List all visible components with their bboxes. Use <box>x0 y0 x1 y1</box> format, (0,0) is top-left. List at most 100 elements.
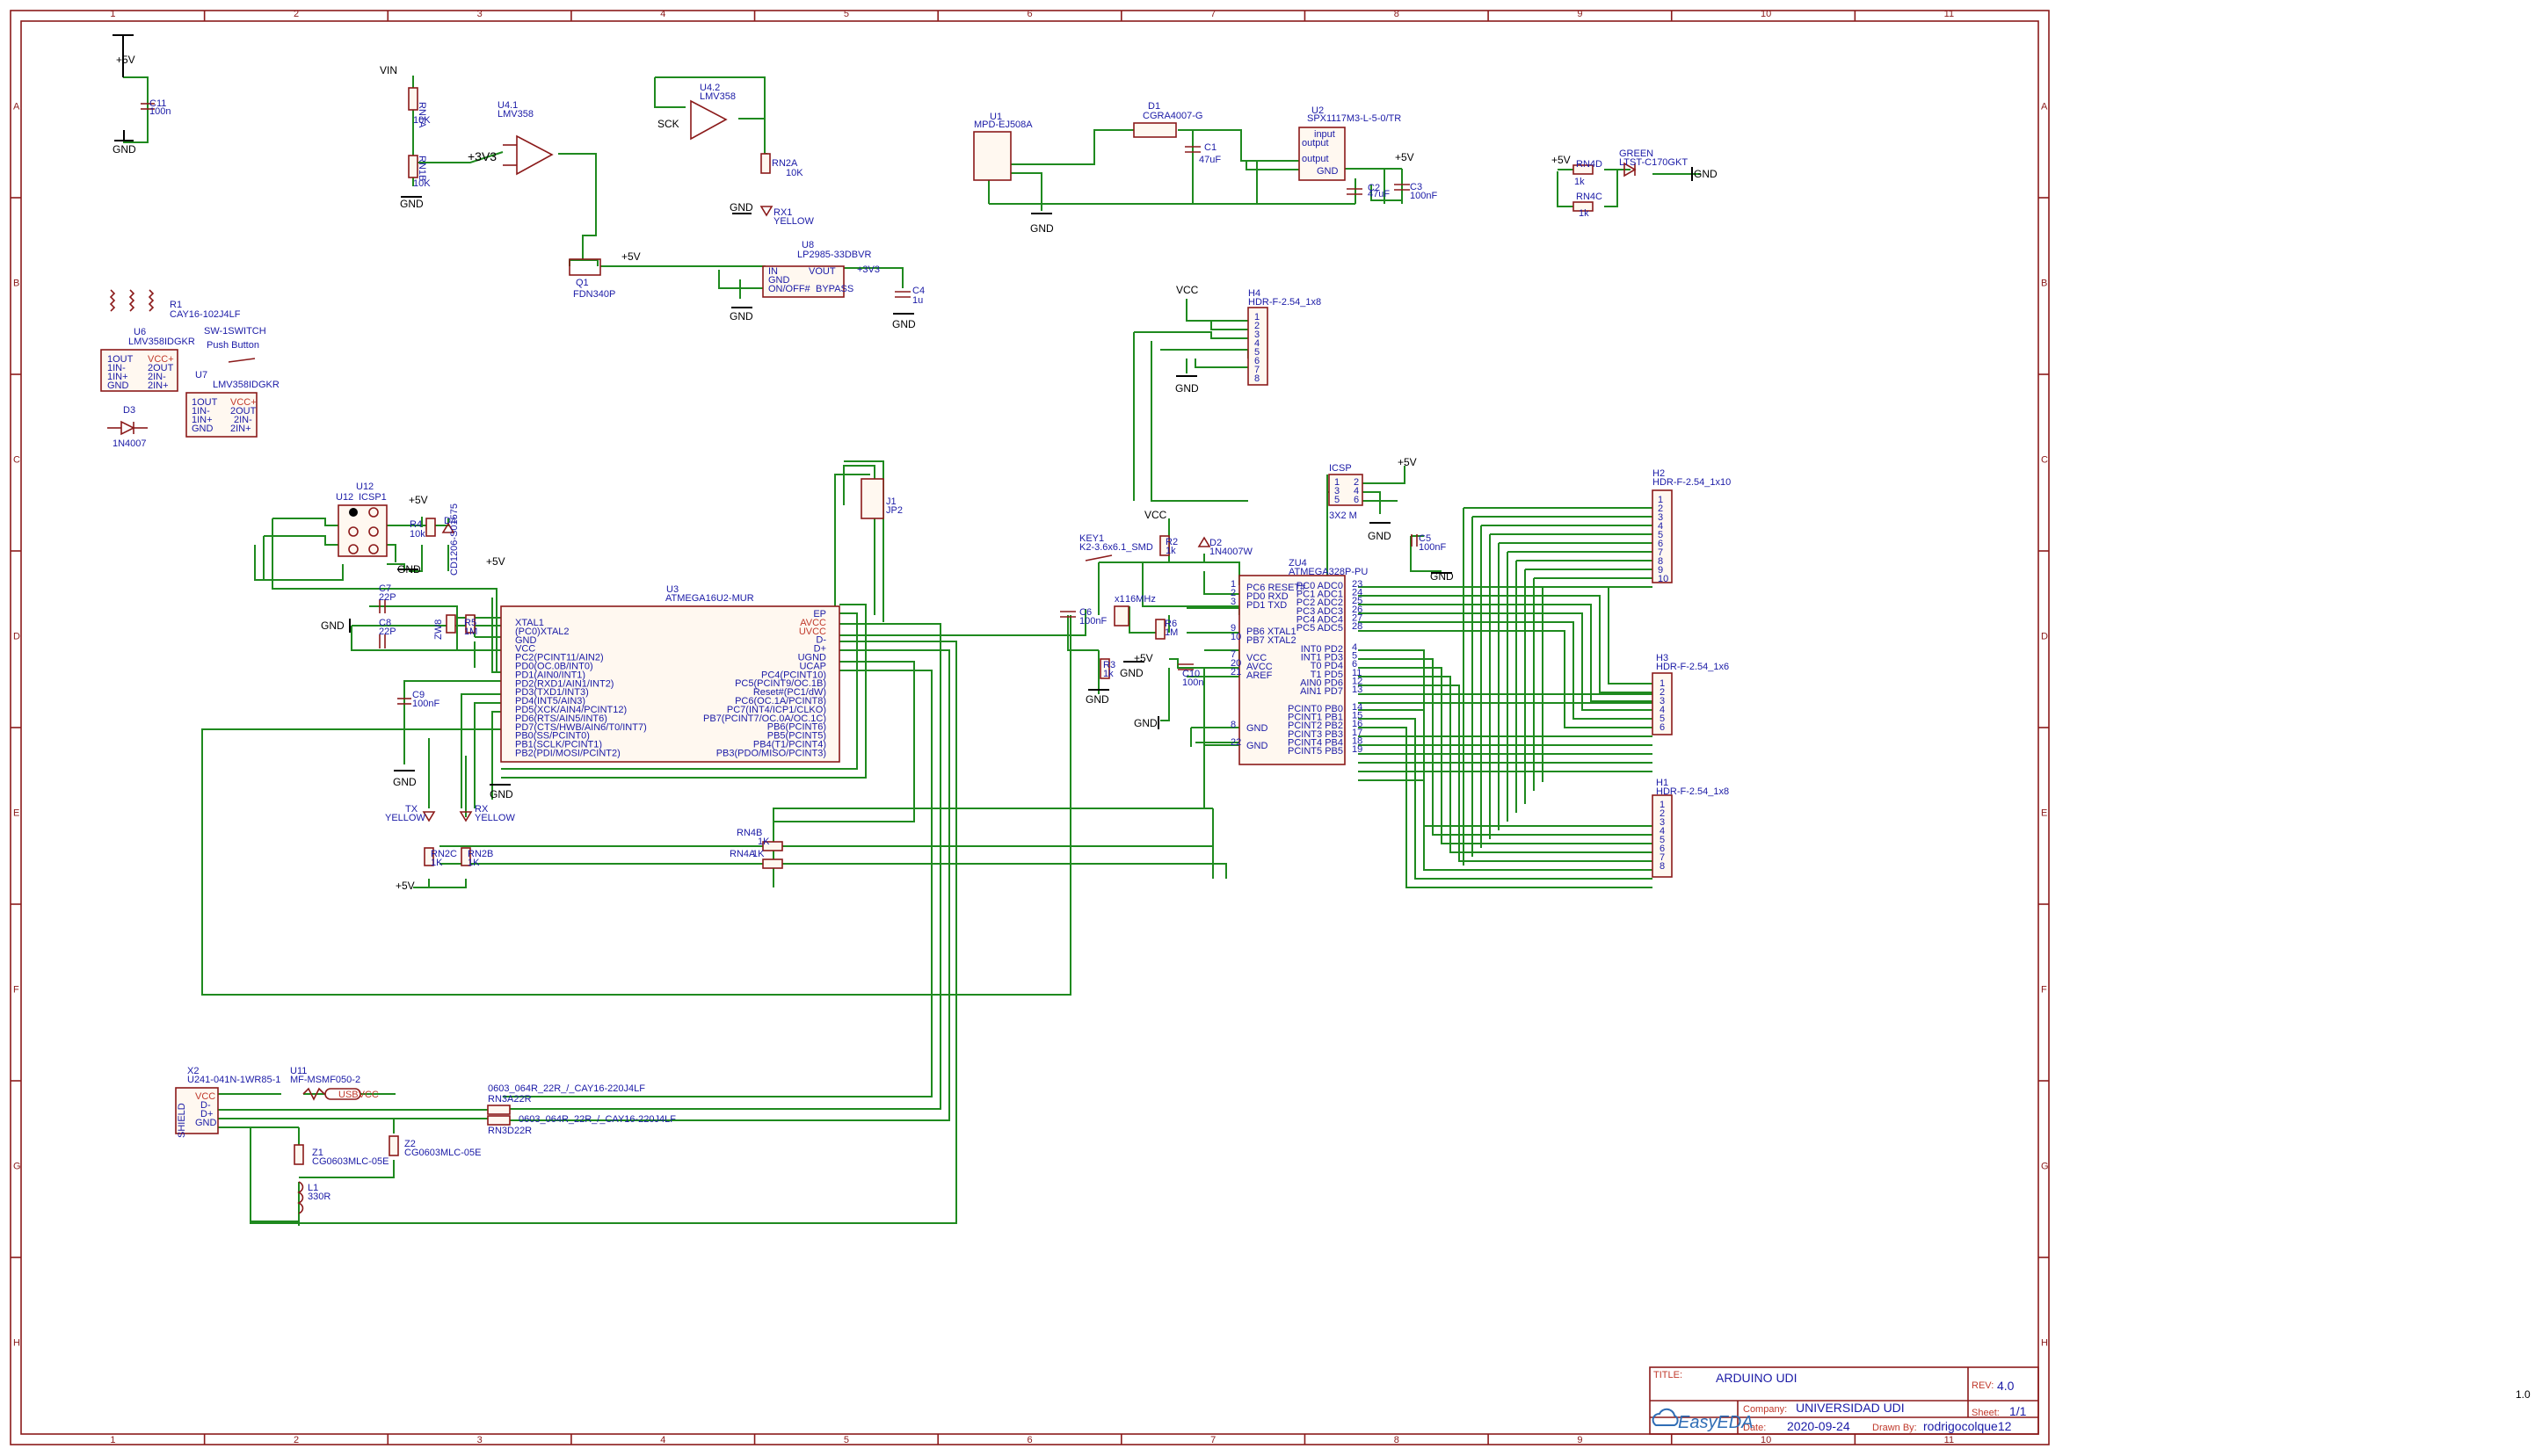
h4-pin-number: 3 <box>1254 330 1260 340</box>
company-label: Company: <box>1743 1404 1787 1415</box>
svg-text:100n: 100n <box>1182 677 1203 688</box>
svg-text:C1: C1 <box>1204 142 1217 153</box>
zone-column-label: 11 <box>1944 9 1954 19</box>
h3-pin-number: 6 <box>1660 722 1665 733</box>
u3-pin-label: EP <box>813 609 826 619</box>
svg-text:Q1: Q1 <box>576 278 589 288</box>
svg-text:100nF: 100nF <box>1419 542 1446 553</box>
u3-pin-label: PC5(PCINT9/OC.1B) <box>735 678 826 689</box>
svg-text:1OUT: 1OUT <box>192 397 218 408</box>
svg-text:SW-1SWITCH: SW-1SWITCH <box>204 326 266 337</box>
svg-text:U4.1: U4.1 <box>498 100 518 111</box>
zu4-pin-number: 21 <box>1231 667 1241 677</box>
zu4-pin-label: PCINT2 PB2 <box>1288 721 1343 731</box>
svg-text:RX: RX <box>475 804 489 815</box>
svg-text:HDR-F-2.54_1x6: HDR-F-2.54_1x6 <box>1656 662 1729 672</box>
h2-pin-number: 3 <box>1658 512 1663 523</box>
svg-text:RN3A22R: RN3A22R <box>488 1094 532 1105</box>
svg-text:GND: GND <box>768 275 790 286</box>
u3-pin-label: AVCC <box>800 618 826 628</box>
u3-pin-label: PC7(INT4/ICP1/CLKO) <box>727 705 826 715</box>
power-5v: +5V <box>116 54 135 66</box>
h4-pin-number: 4 <box>1254 338 1260 349</box>
component-bodies <box>100 87 1673 1214</box>
zu4-pin-number: 27 <box>1352 612 1362 623</box>
zone-column-label: 7 <box>1210 1435 1216 1445</box>
zu4-pin-number: 2 <box>1231 588 1236 598</box>
zu4-pin-label: T0 PD4 <box>1311 661 1343 671</box>
svg-text:EasyEDA: EasyEDA <box>1678 1413 1754 1432</box>
svg-text:1M: 1M <box>1165 627 1178 638</box>
zone-column-label: 8 <box>1394 1435 1399 1445</box>
title-label: TITLE: <box>1653 1370 1682 1380</box>
svg-text:C7: C7 <box>379 583 391 594</box>
svg-text:VCC+: VCC+ <box>230 397 257 408</box>
svg-text:RN2A: RN2A <box>772 158 798 169</box>
svg-text:RN4A: RN4A <box>730 849 756 859</box>
u3-pin-label: PB6(PCINT6) <box>767 722 826 733</box>
svg-text:RN4C: RN4C <box>1576 192 1602 202</box>
svg-text:U11: U11 <box>290 1066 307 1076</box>
u3-pin-label: UCAP <box>799 661 826 671</box>
svg-text:LMV358: LMV358 <box>498 109 534 120</box>
easyeda-logo: EasyEDA <box>1652 1408 1754 1432</box>
svg-text:D3: D3 <box>123 405 135 416</box>
svg-text:H1: H1 <box>1656 778 1668 788</box>
svg-text:47uF: 47uF <box>1368 189 1390 199</box>
svg-text:YELLOW: YELLOW <box>385 813 425 823</box>
svg-text:CGRA4007-G: CGRA4007-G <box>1143 111 1202 121</box>
zone-column-label: 4 <box>660 1435 665 1445</box>
svg-text:CAY16-102J4LF: CAY16-102J4LF <box>170 309 241 320</box>
zu4-pin-label: PCINT1 PB1 <box>1288 713 1343 723</box>
zone-row-label: G <box>2041 1162 2049 1172</box>
svg-text:FDN340P: FDN340P <box>573 289 615 300</box>
svg-text:LTST-C170GKT: LTST-C170GKT <box>1619 157 1688 168</box>
svg-text:Push Button: Push Button <box>207 340 259 351</box>
h3-pin-number: 5 <box>1660 714 1665 724</box>
svg-text:1k: 1k <box>1103 669 1114 679</box>
svg-text:3: 3 <box>1334 486 1340 496</box>
zu4-pin-number: 13 <box>1352 685 1362 695</box>
svg-text:SHIELD: SHIELD <box>177 1103 187 1138</box>
power-5v: +5V <box>409 494 428 506</box>
h1-pin-number: 1 <box>1660 800 1665 810</box>
svg-text:SPX1117M3-L-5-0/TR: SPX1117M3-L-5-0/TR <box>1307 113 1401 124</box>
h1-pin-number: 7 <box>1660 852 1665 863</box>
u3-pin-label: D- <box>816 635 826 646</box>
svg-text:1K: 1K <box>752 849 765 859</box>
svg-text:1k: 1k <box>1166 546 1176 556</box>
zu4-pin-number: 17 <box>1352 728 1362 738</box>
h4-pin-number: 2 <box>1254 321 1260 331</box>
svg-text:ATMEGA328P-PU: ATMEGA328P-PU <box>1289 567 1368 577</box>
h3-pin-number: 4 <box>1660 705 1665 715</box>
svg-text:RN4D: RN4D <box>1576 159 1602 170</box>
svg-text:GREEN: GREEN <box>1619 148 1653 159</box>
svg-text:+3V3: +3V3 <box>857 264 880 275</box>
svg-text:LMV358IDGKR: LMV358IDGKR <box>128 337 195 347</box>
svg-text:47uF: 47uF <box>1199 155 1221 165</box>
zone-column-label: 3 <box>477 9 483 19</box>
svg-text:330R: 330R <box>308 1192 330 1202</box>
svg-text:D-: D- <box>200 1100 211 1111</box>
svg-text:100nF: 100nF <box>412 699 439 709</box>
u3-pin-label: PC2(PCINT11/AIN2) <box>515 653 604 663</box>
zu4-pin-label: PCINT5 PB5 <box>1288 746 1343 757</box>
svg-text:4: 4 <box>1354 486 1359 496</box>
power-gnd: GND <box>1368 530 1391 542</box>
svg-text:ATMEGA16U2-MUR: ATMEGA16U2-MUR <box>665 593 754 604</box>
svg-text:22P: 22P <box>379 592 396 603</box>
svg-text:C3: C3 <box>1410 182 1422 192</box>
svg-text:C11: C11 <box>149 98 166 109</box>
zu4-pin-label: PC5 ADC5 <box>1296 623 1343 634</box>
svg-text:HDR-F-2.54_1x8: HDR-F-2.54_1x8 <box>1656 786 1729 797</box>
zone-column-label: 7 <box>1210 9 1216 19</box>
svg-text:KEY1: KEY1 <box>1079 533 1104 544</box>
svg-text:10K: 10K <box>413 178 431 189</box>
zu4-pin-number: 18 <box>1352 735 1362 746</box>
svg-text:H2: H2 <box>1652 468 1665 479</box>
svg-text:C2: C2 <box>1368 183 1380 193</box>
zone-row-label: D <box>2041 632 2048 642</box>
svg-text:YELLOW: YELLOW <box>773 216 814 227</box>
zone-row-label: F <box>13 985 19 996</box>
svg-text:U12: U12 <box>356 482 374 492</box>
